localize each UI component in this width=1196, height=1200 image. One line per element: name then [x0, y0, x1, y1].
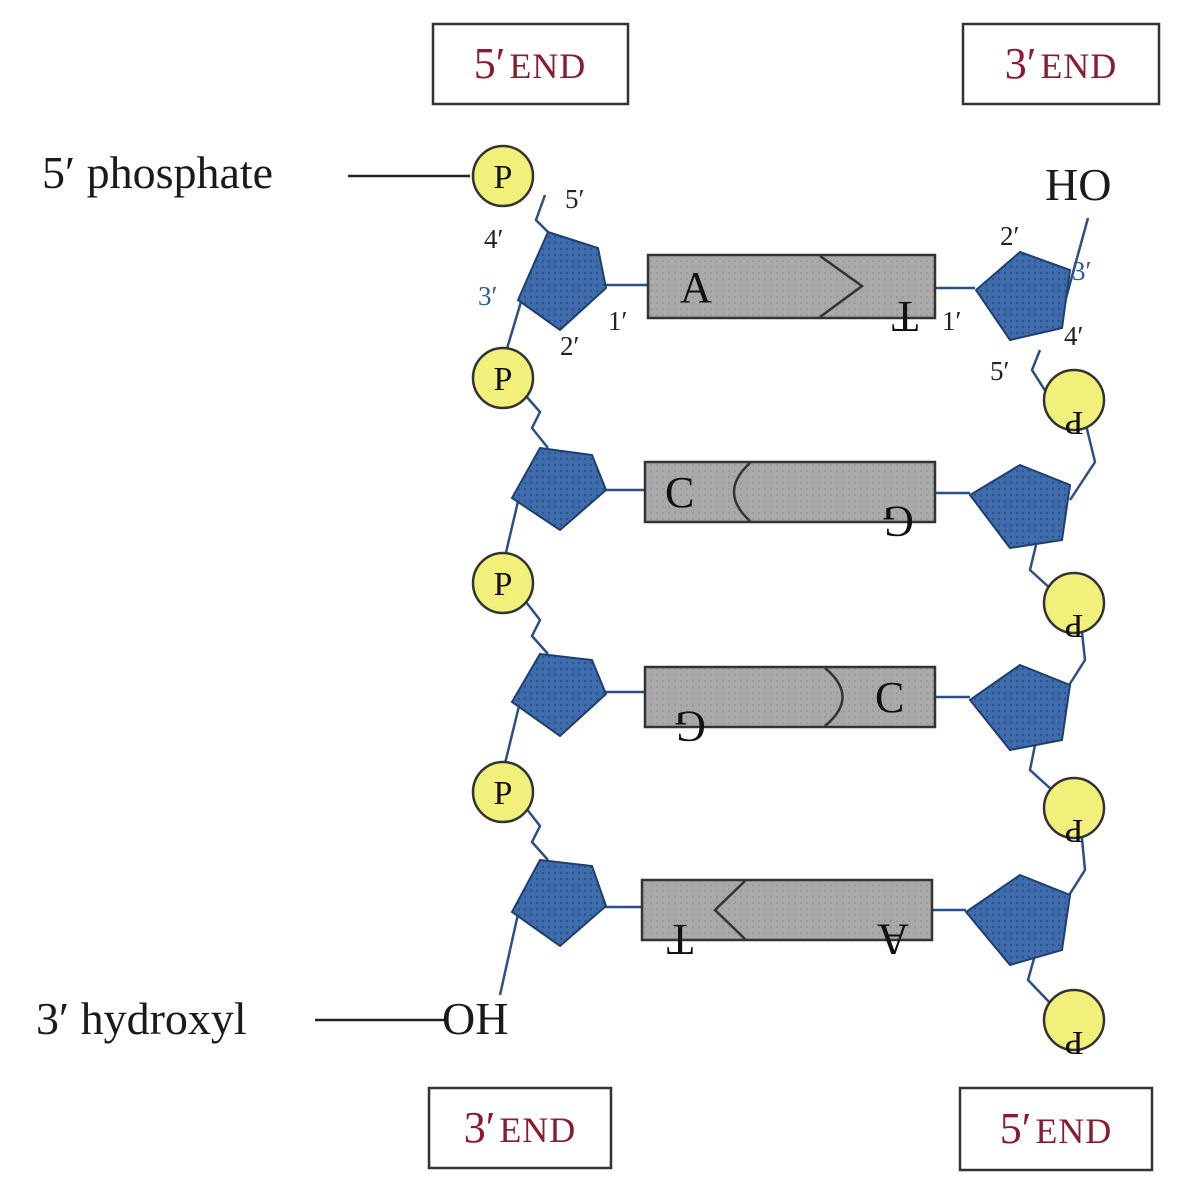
svg-text:2′: 2′	[560, 331, 579, 361]
svg-text:P: P	[1065, 607, 1084, 644]
base-left-2: C	[665, 468, 694, 517]
svg-text:2′: 2′	[1000, 221, 1019, 251]
end-label-top-right: 3′ END	[961, 22, 1161, 106]
svg-text:1′: 1′	[942, 306, 961, 336]
base-pair-1: A T	[646, 253, 937, 341]
svg-text:3′: 3′	[1072, 256, 1091, 286]
svg-text:1′: 1′	[608, 306, 627, 336]
sugar-left-4	[510, 858, 608, 948]
left-phosphates: P P P P	[471, 144, 535, 824]
right-sugars	[964, 250, 1072, 967]
base-left-1: A	[680, 263, 712, 312]
svg-text:P: P	[1065, 404, 1084, 441]
svg-text:P: P	[1065, 1024, 1084, 1061]
right-carbon-numbers: 2′ 3′ 1′ 4′ 5′	[942, 221, 1091, 386]
label-oh: OH	[442, 993, 508, 1044]
phosphate-left-3: P	[471, 551, 535, 615]
phosphate-left-1: P	[471, 144, 535, 208]
svg-text:5′: 5′	[565, 184, 584, 214]
svg-text:3′ END: 3′ END	[464, 1103, 577, 1152]
base-right-4: A	[877, 915, 909, 964]
phosphate-right-3: P	[1042, 776, 1106, 849]
svg-text:4′: 4′	[1064, 321, 1083, 351]
label-ho: HO	[1045, 159, 1111, 210]
end-label-bottom-right: 5′ END	[958, 1086, 1154, 1172]
phosphate-right-4: P	[1042, 988, 1106, 1061]
label-5-phosphate: 5′ phosphate	[42, 147, 273, 198]
svg-text:5′: 5′	[990, 356, 1009, 386]
base-left-3: G	[674, 702, 706, 751]
sugar-right-3	[968, 663, 1072, 752]
svg-text:5′ END: 5′ END	[474, 39, 587, 88]
svg-text:P: P	[494, 566, 513, 603]
end-label-bottom-left: 3′ END	[427, 1086, 613, 1170]
base-right-2: G	[882, 497, 914, 546]
sugar-left-2	[510, 446, 608, 532]
base-right-1: T	[891, 292, 918, 341]
sugar-right-1	[974, 250, 1072, 342]
svg-text:5′ END: 5′ END	[1000, 1104, 1113, 1153]
sugar-right-4	[964, 873, 1072, 967]
svg-text:P: P	[1065, 812, 1084, 849]
svg-text:3′ END: 3′ END	[1005, 39, 1118, 88]
phosphate-left-2: P	[471, 346, 535, 410]
phosphate-right-2: P	[1042, 571, 1106, 644]
left-sugars	[510, 230, 608, 948]
glycosidic-bonds	[605, 283, 975, 912]
svg-text:4′: 4′	[484, 224, 503, 254]
base-left-4: T	[666, 915, 693, 964]
phosphate-left-4: P	[471, 760, 535, 824]
base-pair-3: G C	[643, 665, 937, 751]
sugar-right-2	[968, 463, 1072, 550]
svg-text:P: P	[494, 159, 513, 196]
sugar-left-1	[516, 230, 608, 332]
svg-text:P: P	[494, 775, 513, 812]
svg-text:P: P	[494, 361, 513, 398]
end-label-top-left: 5′ END	[431, 22, 630, 106]
base-pair-4: T A	[640, 878, 934, 964]
sugar-left-3	[510, 652, 608, 738]
left-carbon-numbers: 5′ 4′ 3′ 2′ 1′	[478, 184, 627, 361]
phosphate-right-1: P	[1042, 368, 1106, 441]
svg-text:3′: 3′	[478, 281, 497, 311]
label-3-hydroxyl: 3′ hydroxyl	[36, 993, 247, 1044]
right-phosphates: P P P P	[1042, 368, 1106, 1061]
base-right-3: C	[875, 673, 904, 722]
base-pair-2: C G	[643, 460, 937, 546]
